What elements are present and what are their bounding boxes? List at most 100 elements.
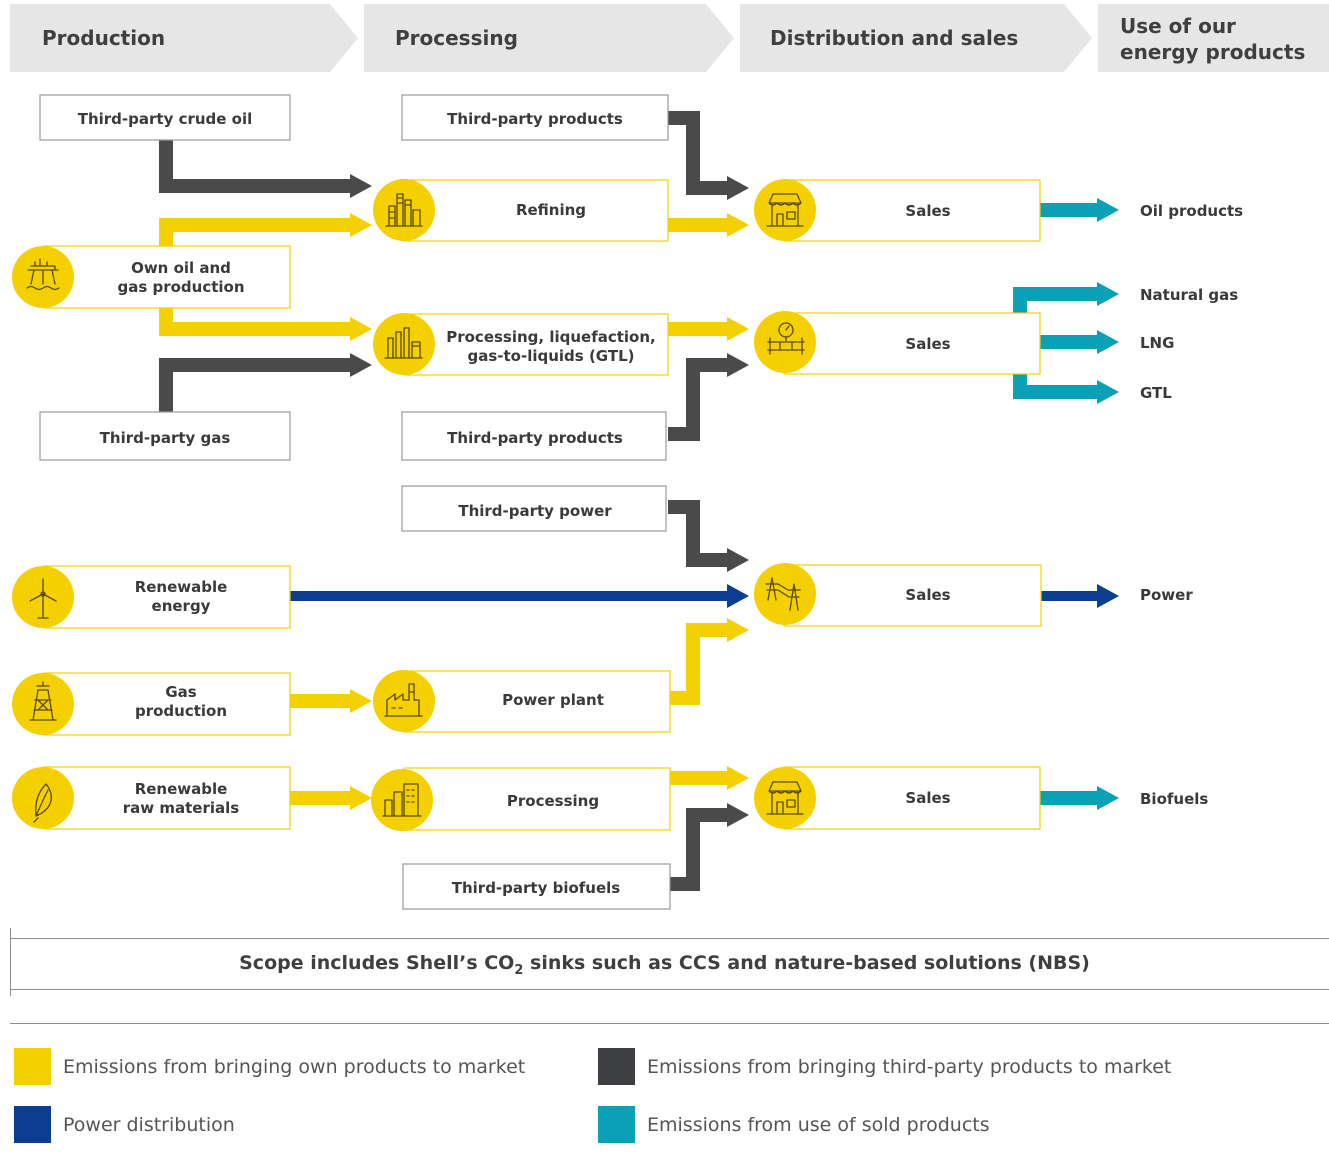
flow-crude-to-refining [159, 140, 350, 193]
label-own-oil-1: Own oil and [131, 259, 231, 277]
shop-icon [766, 781, 804, 815]
box-sales-oil [783, 179, 1041, 242]
box-renewable-raw [43, 766, 291, 830]
box-own-oil-gas [43, 245, 291, 309]
flow-tpgas-to-processing [159, 358, 350, 412]
header-use [1098, 4, 1329, 72]
header-processing-label: Processing [395, 26, 518, 50]
leaf-icon [33, 783, 52, 823]
legend-label-third-party: Emissions from bringing third-party prod… [647, 1055, 1172, 1078]
output-power: Power [1140, 586, 1193, 604]
output-gtl: GTL [1140, 384, 1172, 402]
refinery-icon-circle [373, 179, 435, 241]
sales-column: Sales Sales Sales Sales [754, 179, 1042, 830]
label-sales-bio: Sales [905, 789, 950, 807]
legend-swatch-own [14, 1048, 51, 1085]
box-third-party-biofuels [402, 863, 671, 910]
label-renewable-raw-1: Renewable [135, 780, 228, 798]
output-natural-gas: Natural gas [1140, 286, 1238, 304]
leaf-icon-circle [12, 767, 74, 829]
output-biofuels: Biofuels [1140, 790, 1208, 808]
oil-rig-icon [26, 258, 60, 291]
output-lng: LNG [1140, 334, 1174, 352]
legend-swatch-use [598, 1106, 635, 1143]
label-processing-gtl-1: Processing, liquefaction, [446, 328, 656, 346]
power-plant-icon-circle [373, 670, 435, 732]
legend-item-use: Emissions from use of sold products [598, 1106, 990, 1143]
label-renewable-energy-1: Renewable [135, 578, 228, 596]
header-production [10, 4, 358, 72]
gas-derrick-icon [29, 681, 57, 721]
scope-text-part-1: Scope includes Shell’s CO [239, 952, 515, 974]
header-use-label-1: Use of our [1120, 14, 1236, 38]
legend-swatch-power [14, 1106, 51, 1143]
label-third-party-crude: Third-party crude oil [78, 110, 253, 128]
legend-separator [10, 1023, 1329, 1024]
label-third-party-biofuels: Third-party biofuels [452, 879, 621, 897]
label-renewable-raw-2: raw materials [123, 799, 239, 817]
label-third-party-gas: Third-party gas [100, 429, 231, 447]
processing-column: Third-party products Refining Processing… [371, 94, 671, 910]
header-distribution-label: Distribution and sales [770, 26, 1018, 50]
scope-band [10, 938, 1329, 990]
label-own-oil-2: gas production [117, 278, 244, 296]
box-third-party-crude [39, 94, 291, 141]
label-sales-power: Sales [905, 586, 950, 604]
box-processing-bio [403, 767, 671, 831]
header-production-label: Production [42, 26, 165, 50]
gas-derrick-icon-circle [12, 673, 74, 735]
shop-icon-circle-bio [754, 767, 816, 829]
box-refining [403, 179, 669, 242]
flow-tpbiofuels-to-sales [670, 808, 727, 891]
flow-own-to-processing [159, 308, 350, 336]
scope-text-subscript: 2 [514, 962, 524, 978]
column-headers: Production Processing Distribution and s… [10, 4, 1329, 72]
flow-powerplant-to-sales [670, 623, 727, 705]
label-processing-bio: Processing [507, 792, 599, 810]
shop-icon-circle [754, 179, 816, 241]
label-refining: Refining [516, 201, 586, 219]
label-sales-oil: Sales [905, 202, 950, 220]
label-power-plant: Power plant [502, 691, 604, 709]
scope-text: Scope includes Shell’s CO2 sinks such as… [0, 952, 1329, 978]
legend-item-power: Power distribution [14, 1106, 235, 1143]
label-third-party-power: Third-party power [458, 502, 612, 520]
legend-label-own: Emissions from bringing own products to … [63, 1055, 526, 1078]
legend-item-own: Emissions from bringing own products to … [14, 1048, 525, 1085]
flow-connectors [159, 111, 1119, 891]
box-third-party-power [401, 485, 667, 532]
flow-tppower-to-sales [668, 500, 727, 567]
shop-icon [766, 193, 804, 227]
pylon-icon [765, 577, 801, 611]
box-sales-bio [783, 766, 1041, 830]
box-power-plant [403, 670, 671, 733]
bio-processing-icon [382, 783, 422, 817]
scope-left-rule [10, 928, 11, 996]
legend-item-third-party: Emissions from bringing third-party prod… [598, 1048, 1171, 1085]
refinery-icon [385, 193, 423, 227]
legend-label-power: Power distribution [63, 1113, 235, 1136]
production-column: Third-party crude oil Own oil and gas pr… [12, 94, 291, 830]
header-distribution [740, 4, 1092, 72]
label-gas-production-1: Gas [165, 683, 196, 701]
box-third-party-gas [39, 411, 291, 461]
header-processing [364, 4, 734, 72]
box-third-party-products-2 [401, 411, 667, 461]
scope-text-part-2: sinks such as CCS and nature-based solut… [523, 952, 1090, 974]
legend-label-use: Emissions from use of sold products [647, 1113, 990, 1136]
legend-swatch-third-party [598, 1048, 635, 1085]
outputs-column: Oil products Natural gas LNG GTL Power B… [1140, 202, 1243, 808]
box-gas-production [43, 672, 291, 736]
label-gas-production-2: production [135, 702, 227, 720]
label-third-party-products-1: Third-party products [447, 110, 623, 128]
gas-plant-icon [384, 327, 423, 359]
label-third-party-products-2: Third-party products [447, 429, 623, 447]
box-processing-gtl [403, 313, 669, 376]
wind-turbine-icon [29, 578, 57, 619]
flow-tpproducts-to-sales [668, 111, 727, 195]
flow-tpproducts2-to-sales [668, 358, 727, 441]
label-sales-gas: Sales [905, 335, 950, 353]
power-plant-icon [384, 683, 423, 717]
label-processing-gtl-2: gas-to-liquids (GTL) [468, 347, 635, 365]
